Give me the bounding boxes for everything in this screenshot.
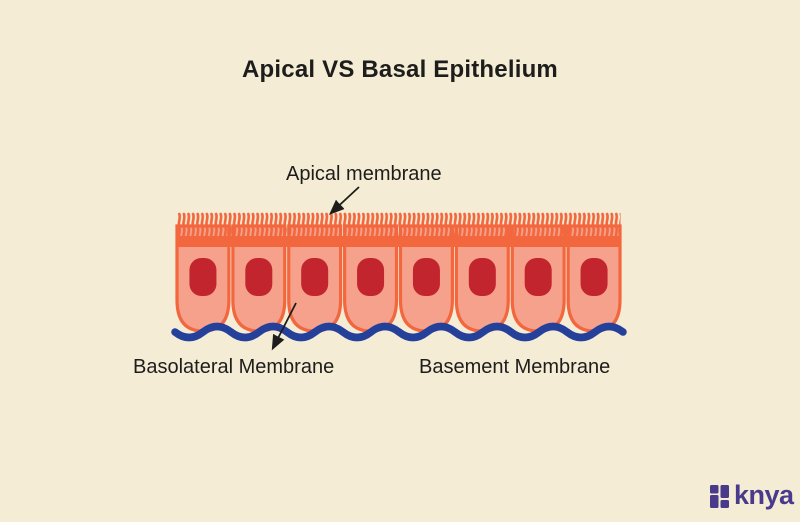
basolateral-membrane-label: Basolateral Membrane (133, 356, 335, 378)
basolateral-arrow (271, 302, 297, 351)
apical-arrow (329, 186, 360, 215)
cell-nucleus (189, 258, 217, 296)
cell-nuclei-layer (189, 258, 608, 296)
basement-membrane-wave (171, 322, 627, 342)
cell-nucleus (245, 258, 273, 296)
knya-logo-icon (710, 485, 729, 508)
cell-nucleus (412, 258, 440, 296)
apical-membrane-label: Apical membrane (286, 163, 442, 185)
cell-nucleus (468, 258, 496, 296)
brand-logo-text: knya (734, 480, 794, 510)
basement-membrane-label: Basement Membrane (419, 356, 611, 378)
cell-nucleus (524, 258, 552, 296)
cell-nucleus (301, 258, 329, 296)
apical-border-band (176, 236, 622, 247)
microvilli-band (177, 212, 621, 240)
brand-logo: knya (710, 480, 794, 510)
page-title: Apical VS Basal Epithelium (242, 56, 558, 83)
cell-nucleus (357, 258, 385, 296)
cell-nucleus (580, 258, 608, 296)
